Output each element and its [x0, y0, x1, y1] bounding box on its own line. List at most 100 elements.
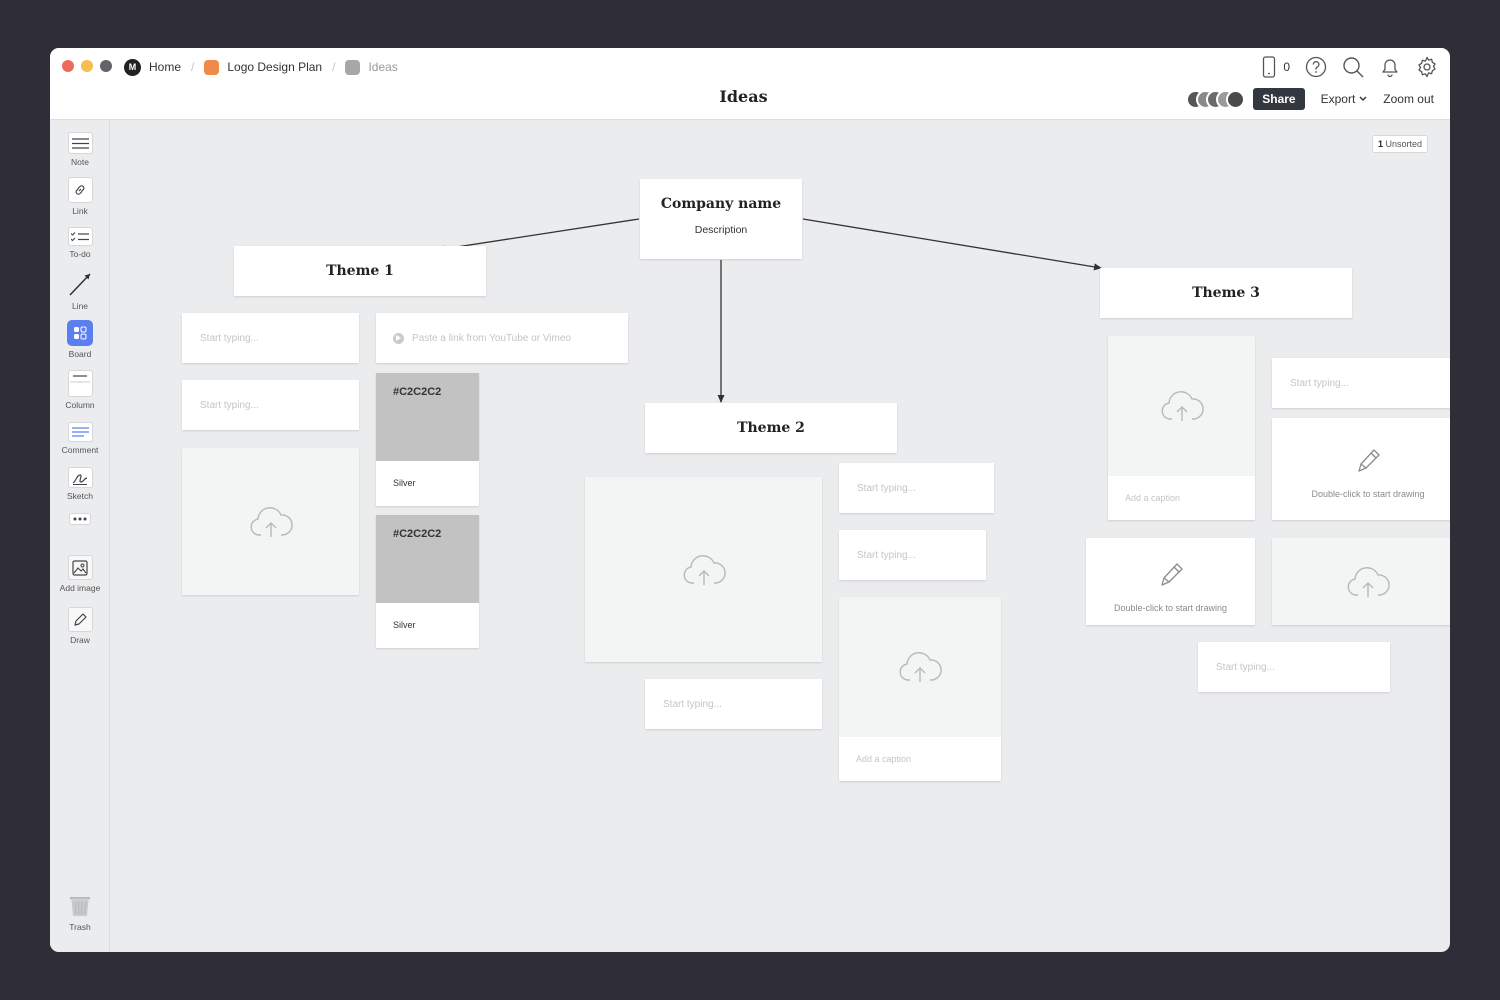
todo-icon — [67, 227, 93, 246]
tool-column[interactable]: Column — [50, 370, 110, 410]
image-icon — [67, 555, 93, 580]
avatar — [1226, 89, 1246, 109]
collaborator-avatars[interactable] — [1186, 89, 1246, 109]
link-icon — [67, 177, 93, 203]
note-card[interactable]: Start typing... — [645, 679, 822, 729]
tool-comment[interactable]: Comment — [50, 422, 110, 455]
board-canvas[interactable]: 1 Unsorted Company name Description Them… — [111, 120, 1450, 952]
color-swatch-card[interactable]: #C2C2C2 Silver — [376, 373, 479, 506]
tool-label: Add image — [59, 583, 101, 593]
tool-line[interactable]: Line — [50, 270, 110, 311]
color-swatch-card[interactable]: #C2C2C2 Silver — [376, 515, 479, 648]
swatch-hex: #C2C2C2 — [376, 373, 479, 461]
theme-1-card[interactable]: Theme 1 — [234, 246, 486, 296]
breadcrumb-label: Logo Design Plan — [227, 60, 323, 74]
top-toolbar: 0 — [1257, 55, 1438, 78]
chevron-down-icon — [1359, 96, 1367, 101]
cloud-upload-icon — [683, 554, 726, 585]
tool-label: To-do — [69, 249, 91, 259]
tool-sidebar: Note Link To-do Line Board — [50, 120, 110, 952]
tool-sketch[interactable]: Sketch — [50, 467, 110, 501]
device-indicator[interactable]: 0 — [1257, 55, 1290, 78]
breadcrumb-separator: / — [191, 60, 195, 74]
company-name: Company name — [660, 196, 782, 212]
minimize-window-button[interactable] — [81, 60, 93, 72]
image-card[interactable]: Add a caption — [839, 597, 1001, 781]
tool-label: Link — [72, 206, 88, 216]
bell-icon[interactable] — [1378, 55, 1401, 78]
note-card[interactable]: Start typing... — [182, 313, 359, 363]
gear-icon[interactable] — [1415, 55, 1438, 78]
sketch-prompt: Double-click to start drawing — [1311, 489, 1425, 499]
theme-3-card[interactable]: Theme 3 — [1100, 268, 1352, 318]
company-card[interactable]: Company name Description — [640, 179, 802, 259]
breadcrumb-ideas[interactable]: Ideas — [345, 59, 398, 75]
unsorted-count: 1 — [1378, 139, 1384, 149]
image-upload-area[interactable] — [1108, 336, 1255, 476]
image-caption[interactable]: Add a caption — [856, 754, 912, 764]
link-placeholder: Paste a link from YouTube or Vimeo — [412, 332, 571, 344]
tool-note[interactable]: Note — [50, 132, 110, 167]
image-caption[interactable]: Add a caption — [1125, 493, 1181, 503]
tool-label: Note — [71, 157, 89, 167]
cloud-upload-icon — [250, 506, 293, 537]
image-card[interactable]: Add a caption — [1108, 336, 1255, 520]
image-upload-card[interactable] — [1272, 538, 1450, 625]
device-count: 0 — [1283, 59, 1290, 74]
pencil-icon — [1358, 449, 1380, 472]
page-title: Ideas — [719, 87, 768, 106]
unsorted-badge[interactable]: 1 Unsorted — [1372, 135, 1429, 153]
connector-company-theme3[interactable] — [802, 218, 1102, 271]
more-icon — [69, 513, 91, 525]
note-card[interactable]: Start typing... — [182, 380, 359, 430]
note-card[interactable]: Start typing... — [1272, 358, 1450, 408]
share-button[interactable]: Share — [1253, 88, 1305, 110]
board-controls: Share Export Zoom out — [1186, 88, 1434, 110]
board-color-icon — [345, 59, 361, 75]
theme-2-card[interactable]: Theme 2 — [645, 403, 897, 453]
cloud-upload-icon — [1347, 566, 1390, 597]
tool-add-image[interactable]: Add image — [50, 555, 110, 593]
breadcrumb-label: Home — [149, 60, 182, 74]
tool-todo[interactable]: To-do — [50, 227, 110, 259]
tool-link[interactable]: Link — [50, 177, 110, 216]
export-button[interactable]: Export — [1321, 92, 1368, 106]
play-icon — [393, 332, 404, 344]
image-upload-card[interactable] — [585, 477, 822, 662]
maximize-window-button[interactable] — [100, 60, 112, 72]
tool-label: Sketch — [67, 491, 93, 501]
zoom-out-button[interactable]: Zoom out — [1383, 92, 1434, 106]
pen-icon — [67, 607, 93, 632]
note-card[interactable]: Start typing... — [1198, 642, 1390, 692]
swatch-hex: #C2C2C2 — [376, 515, 479, 603]
tool-draw[interactable]: Draw — [50, 607, 110, 645]
tool-label: Trash — [69, 922, 91, 932]
breadcrumb-label: Ideas — [368, 60, 398, 74]
breadcrumb-logo-design-plan[interactable]: Logo Design Plan — [204, 59, 323, 75]
search-icon[interactable] — [1341, 55, 1364, 78]
tool-label: Line — [71, 301, 89, 311]
sketch-icon — [67, 467, 93, 488]
unsorted-label: Unsorted — [1385, 139, 1423, 149]
trash[interactable]: Trash — [50, 893, 110, 932]
tool-label: Comment — [61, 445, 99, 455]
breadcrumb-home[interactable]: M Home — [124, 58, 182, 76]
milanote-logo-icon: M — [124, 58, 141, 76]
note-card[interactable]: Start typing... — [839, 530, 986, 580]
video-link-card[interactable]: Paste a link from YouTube or Vimeo — [376, 313, 628, 363]
tool-board[interactable]: Board — [50, 320, 110, 359]
sketch-card[interactable]: Double-click to start drawing — [1272, 418, 1450, 520]
help-icon[interactable] — [1304, 55, 1327, 78]
comment-icon — [67, 422, 93, 442]
swatch-name: Silver — [393, 620, 416, 630]
image-upload-card[interactable] — [182, 448, 359, 595]
close-window-button[interactable] — [62, 60, 74, 72]
image-upload-area[interactable] — [839, 597, 1001, 737]
note-card[interactable]: Start typing... — [839, 463, 994, 513]
sketch-card[interactable]: Double-click to start drawing — [1086, 538, 1255, 625]
app-window: M Home / Logo Design Plan / Ideas Ideas … — [50, 48, 1450, 952]
export-label: Export — [1320, 92, 1356, 106]
cloud-upload-icon — [899, 652, 942, 682]
note-icon — [67, 132, 93, 154]
tool-more[interactable] — [50, 513, 110, 528]
